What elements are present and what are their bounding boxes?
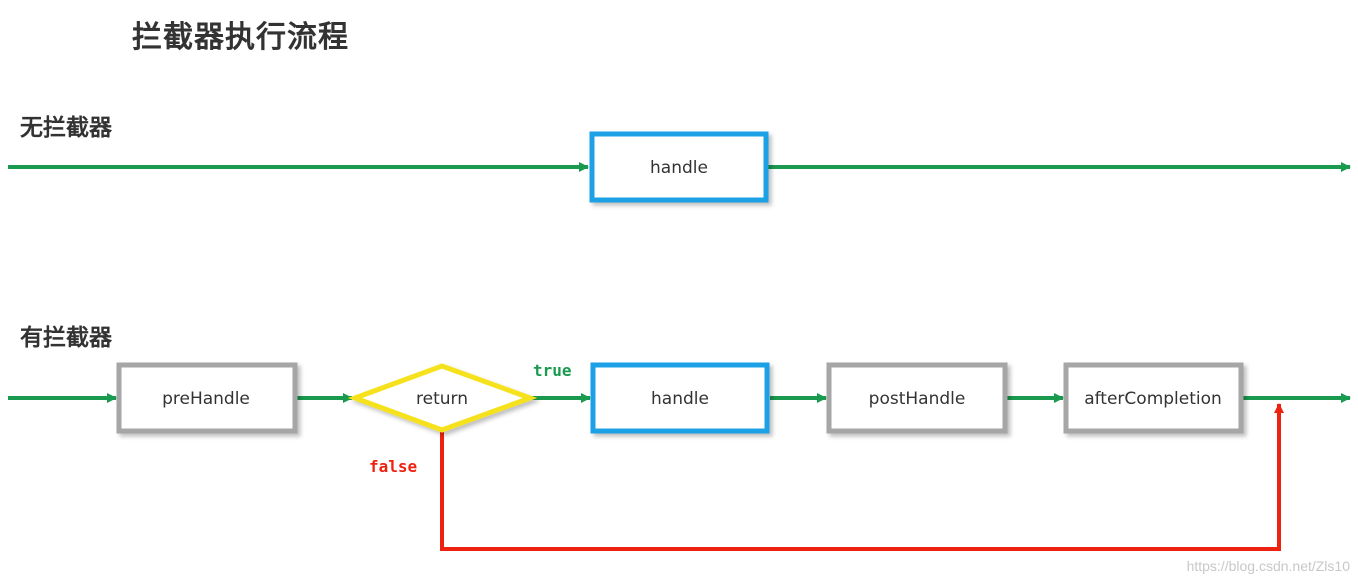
diagram-title: 拦截器执行流程 xyxy=(132,20,349,55)
handle-box-top xyxy=(589,131,769,203)
return-decision-diamond xyxy=(347,363,538,433)
posthandle-box-label: postHandle xyxy=(869,389,966,409)
aftercompletion-box-label: afterCompletion xyxy=(1084,389,1222,409)
section-label-without-interceptor: 无拦截器 xyxy=(20,115,112,141)
prehandle-box xyxy=(116,362,298,434)
handle-box-top-label: handle xyxy=(650,158,708,178)
handle-box xyxy=(590,362,770,434)
aftercompletion-box xyxy=(1063,362,1244,434)
handle-box-label: handle xyxy=(651,389,709,409)
section-label-with-interceptor: 有拦截器 xyxy=(20,325,112,351)
prehandle-box-label: preHandle xyxy=(162,389,250,409)
posthandle-box xyxy=(826,362,1008,434)
false-path-arrow xyxy=(440,403,1284,551)
false-branch-label: false xyxy=(369,457,417,476)
watermark-url: https://blog.csdn.net/Zls10 xyxy=(1186,558,1350,574)
true-branch-label: true xyxy=(533,361,572,380)
return-decision-label: return xyxy=(416,389,468,409)
